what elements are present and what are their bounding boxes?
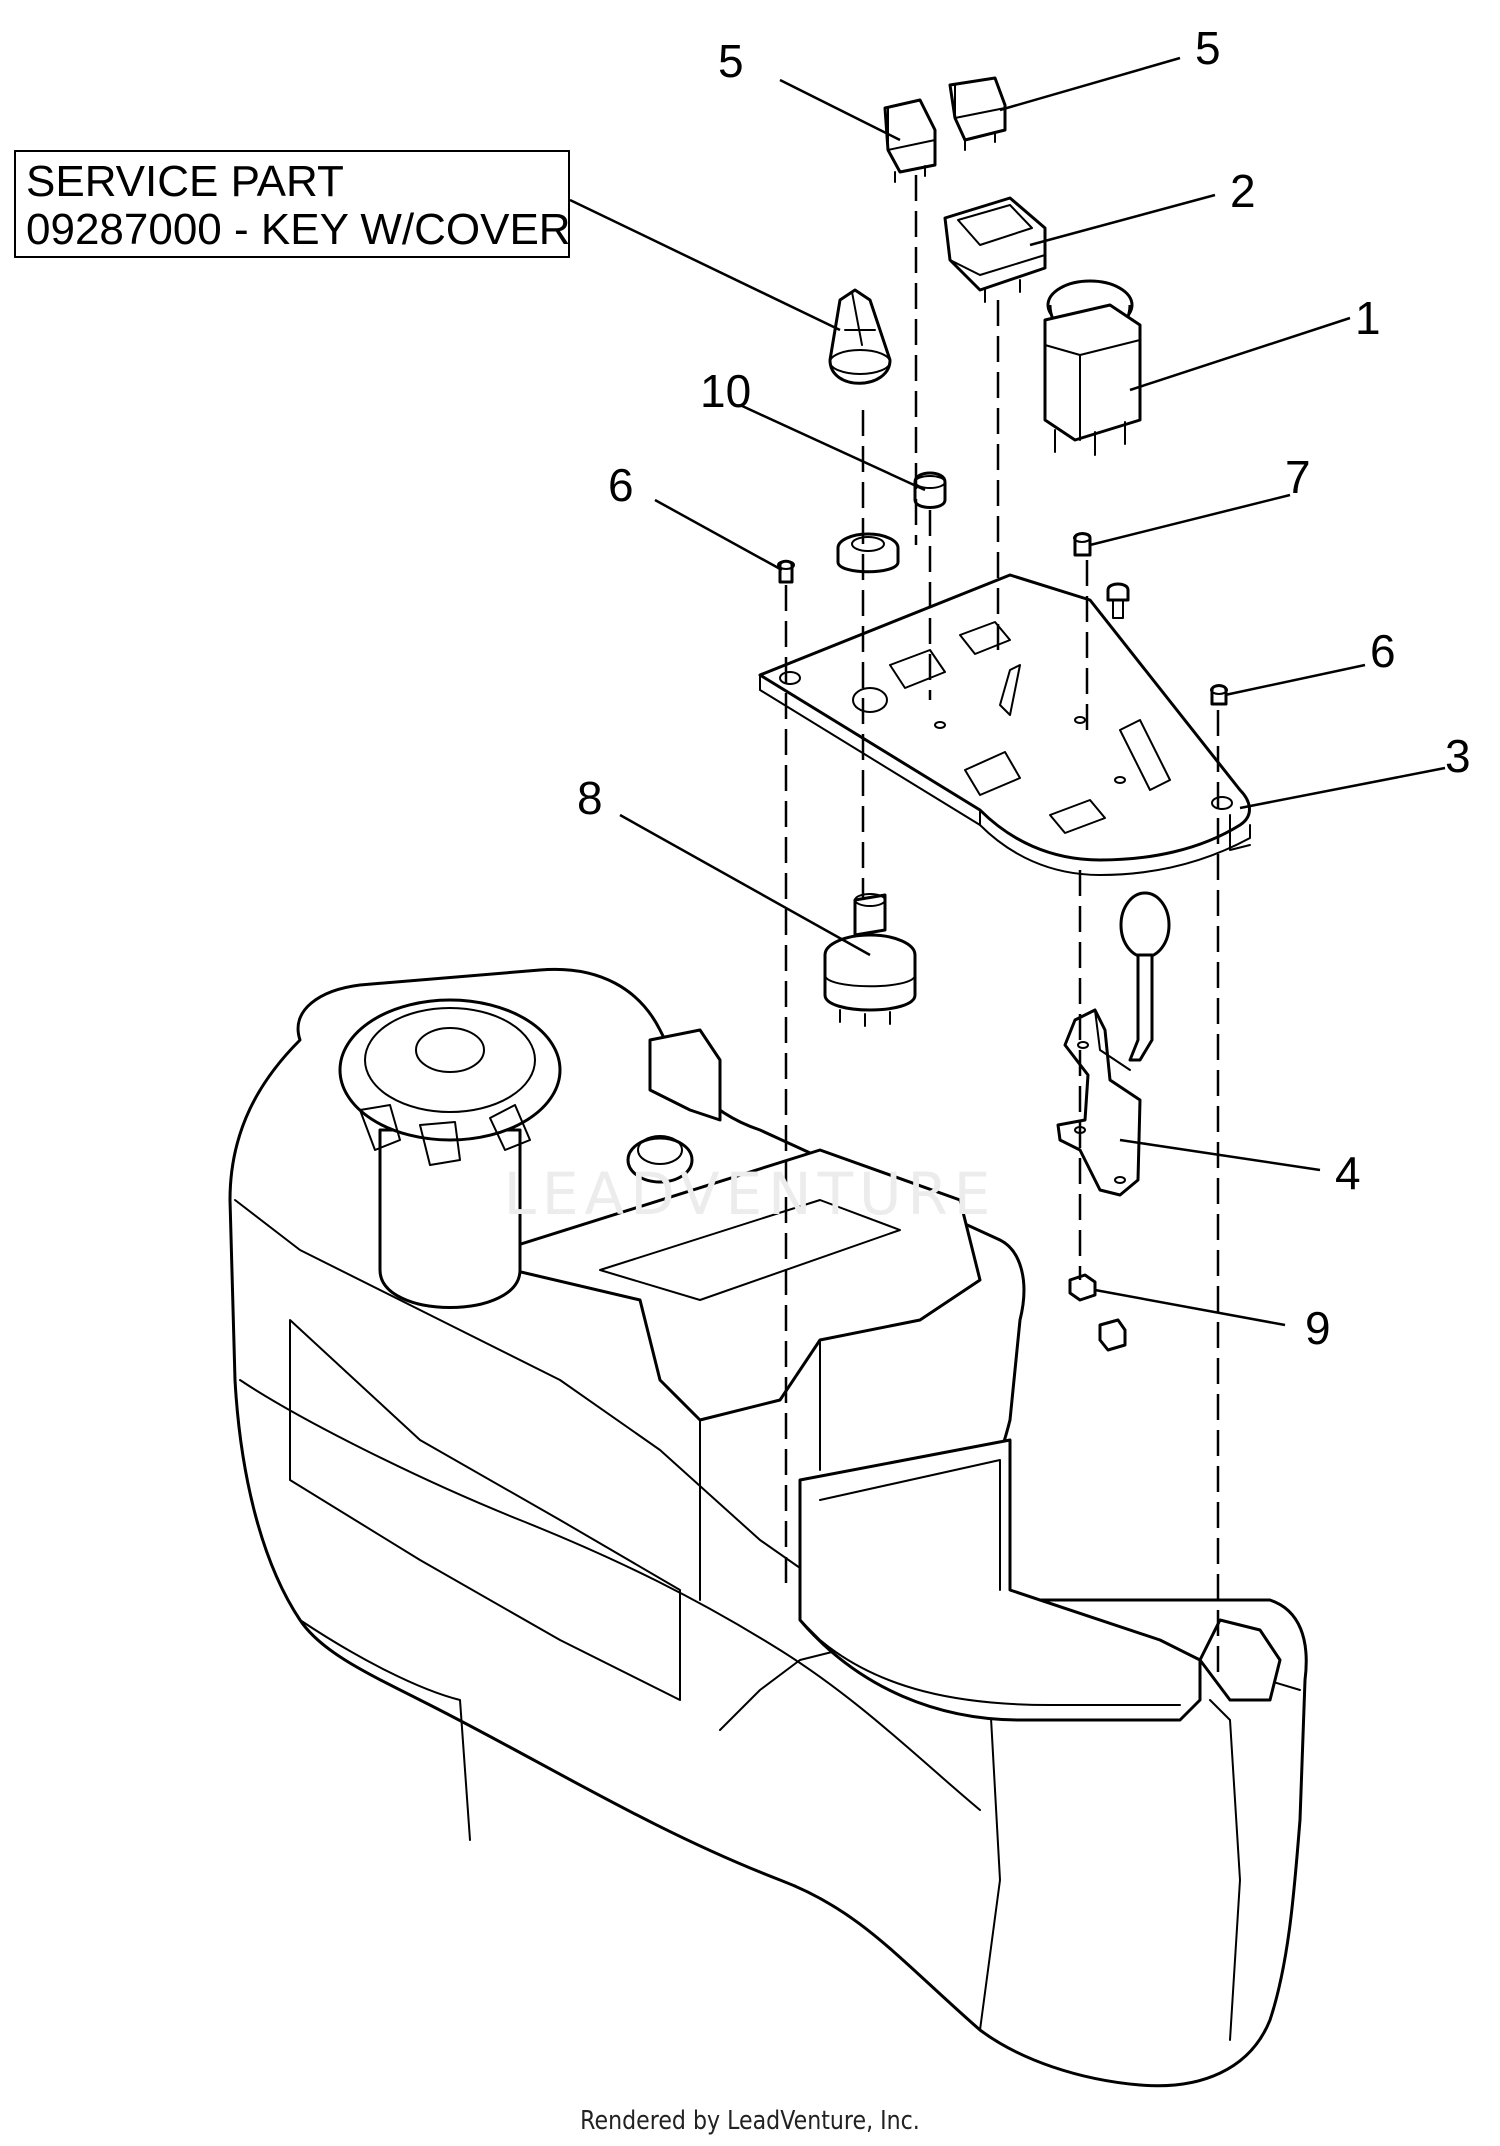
callout-3: 3 bbox=[1445, 730, 1471, 782]
switch-item-2 bbox=[943, 196, 1047, 303]
bolt-small bbox=[1106, 582, 1130, 619]
fuel-tank-console bbox=[228, 967, 1308, 2088]
assembly-lines bbox=[784, 175, 1220, 1680]
callout-2: 2 bbox=[1230, 165, 1256, 217]
service-part-box: SERVICE PART 09287000 - KEY W/COVER bbox=[14, 150, 571, 258]
callout-4: 4 bbox=[1335, 1147, 1361, 1199]
screw-item-7 bbox=[1073, 532, 1092, 557]
key-with-cover bbox=[828, 288, 892, 385]
callout-5-right: 5 bbox=[1195, 22, 1221, 74]
rivet-item-10 bbox=[913, 471, 947, 509]
ignition-switch bbox=[823, 893, 917, 1027]
nut-item-9 bbox=[1068, 1273, 1127, 1352]
rocker-switch-right bbox=[948, 76, 1007, 151]
control-panel-plate bbox=[758, 573, 1251, 876]
rocker-switch-left bbox=[883, 98, 937, 183]
callout-5-left: 5 bbox=[718, 35, 744, 87]
callout-7: 7 bbox=[1285, 451, 1311, 503]
watermark: LEADVENTURE bbox=[503, 1160, 997, 1228]
callout-8: 8 bbox=[577, 772, 603, 824]
service-part-number: 09287000 - KEY W/COVER bbox=[26, 205, 571, 254]
service-part-title: SERVICE PART bbox=[26, 157, 344, 206]
throttle-lever bbox=[1056, 891, 1171, 1197]
screw-item-6-left bbox=[777, 559, 795, 584]
callout-6-left: 6 bbox=[608, 459, 634, 511]
callout-1: 1 bbox=[1355, 292, 1381, 344]
footer-credit: Rendered by LeadVenture, Inc. bbox=[580, 2106, 920, 2136]
callout-6-right: 6 bbox=[1370, 625, 1396, 677]
leader-lines bbox=[569, 56, 1446, 1327]
screw-item-6-right bbox=[1210, 684, 1228, 706]
pto-switch bbox=[1043, 279, 1142, 456]
callout-9: 9 bbox=[1305, 1302, 1331, 1354]
ignition-nut bbox=[836, 532, 900, 574]
callout-10: 10 bbox=[700, 365, 752, 417]
